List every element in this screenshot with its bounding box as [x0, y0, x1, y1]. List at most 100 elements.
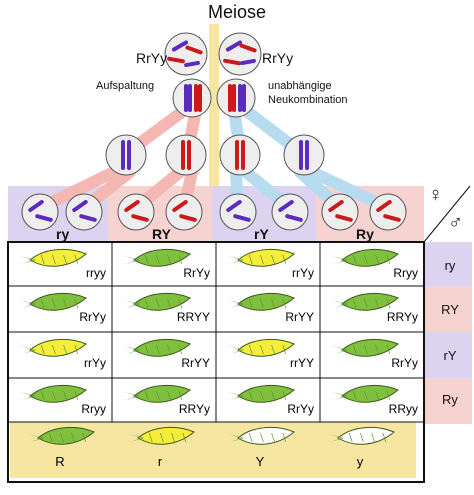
chromosome: [172, 199, 188, 213]
cell-membrane: [369, 193, 407, 231]
pod-vein: [178, 390, 183, 401]
cell-membrane: [21, 193, 59, 231]
pea-pod: [341, 293, 399, 311]
legend-label-R: R: [55, 454, 65, 469]
chromosome: [328, 199, 344, 213]
genotype-label: Rryy: [81, 402, 106, 416]
legend-pea-y: [328, 427, 395, 445]
pod-vein: [40, 254, 45, 265]
chromosome: [233, 214, 251, 222]
pod-vein: [364, 344, 368, 355]
legend-label-Y: Y: [255, 454, 265, 469]
chromosome: [35, 214, 53, 222]
pod-vein: [248, 298, 253, 309]
pod-vein: [260, 390, 264, 401]
pea-pod-RRYy: [332, 293, 399, 311]
genotype-label: RRYY: [176, 310, 210, 324]
pod-vein: [371, 432, 375, 443]
genotype-label: RrYy: [183, 266, 210, 280]
pod-vein: [375, 298, 379, 309]
pod-vein: [248, 432, 253, 443]
pea-pod: [133, 339, 191, 357]
parent-cell-left: [164, 32, 208, 76]
pod-vein: [282, 344, 287, 355]
pea-pod: [133, 385, 191, 403]
pod-vein: [167, 390, 171, 401]
pea-pod: [337, 427, 395, 445]
genotype-label: rrYy: [84, 356, 106, 370]
genotype-label: RRYy: [386, 310, 418, 324]
chromosome: [383, 214, 401, 222]
cell-membrane: [219, 193, 257, 231]
pod-vein: [63, 298, 67, 309]
pod-vein: [271, 254, 275, 265]
pea-pod: [133, 249, 191, 267]
parent-genotype-right: RrYy: [262, 50, 294, 66]
chromosome: [335, 214, 353, 222]
sex-divider: [423, 185, 471, 243]
pod-vein: [271, 298, 275, 309]
pod-vein: [156, 298, 160, 309]
chromosome: [171, 40, 189, 52]
chromosome: [226, 199, 242, 213]
pod-vein: [260, 254, 264, 265]
chromosome: [223, 58, 241, 66]
pod-vein: [160, 432, 164, 443]
pod-vein: [352, 390, 357, 401]
pod-vein: [382, 432, 387, 443]
pod-vein: [156, 390, 160, 401]
pod-vein: [71, 432, 75, 443]
pod-vein: [52, 390, 56, 401]
recombination-label-2: Neukombination: [268, 94, 348, 106]
pod-vein: [352, 344, 357, 355]
chromosome: [28, 199, 44, 213]
pea-pod-RRYY: [124, 293, 191, 311]
cell-membrane: [219, 134, 261, 176]
row-gamete-ry: ry: [444, 258, 456, 273]
pea-pod: [29, 293, 87, 311]
pod-vein: [167, 254, 171, 265]
legend-pea-Y: [228, 427, 295, 445]
pod-vein: [74, 298, 79, 309]
title: Meiose: [207, 2, 267, 22]
pod-vein: [148, 432, 153, 443]
pod-vein: [282, 298, 287, 309]
cell-membrane: [65, 193, 103, 231]
gamete-cell-4: [165, 193, 203, 231]
pod-vein: [375, 344, 379, 355]
parent-cell-right: [218, 32, 262, 76]
genotype-label: RRyy: [388, 402, 418, 416]
gamete-cell-6: [271, 193, 309, 231]
pea-pod-RrYy: [332, 339, 399, 357]
legend-pea-R: [28, 427, 95, 445]
center-spine: [209, 24, 219, 186]
gamete-cell-5: [219, 193, 257, 231]
side-band-RY: [424, 286, 472, 332]
chromosome: [167, 56, 185, 64]
pod-vein: [282, 432, 287, 443]
meiosis1-cell-2: [165, 134, 207, 176]
cell-membrane: [165, 134, 207, 176]
cell-membrane: [271, 193, 309, 231]
pod-vein: [282, 390, 287, 401]
genotype-label: Rryy: [393, 266, 418, 280]
pea-pod-Rryy: [20, 385, 87, 403]
pea-pod: [341, 339, 399, 357]
genotype-label: RrYY: [181, 356, 210, 370]
parent-genotype-left: RrYy: [136, 50, 168, 66]
pea-pod: [29, 339, 87, 357]
pea-pod: [29, 249, 87, 267]
gamete-cell-7: [321, 193, 359, 231]
pod-vein: [248, 390, 253, 401]
legend-label-r: r: [157, 454, 163, 469]
pod-vein: [360, 432, 364, 443]
genotype-label: RrYy: [287, 402, 314, 416]
pod-vein: [375, 390, 379, 401]
metaphase-cell-left: [172, 78, 212, 118]
pea-pod-Rryy: [332, 249, 399, 267]
legend-pea-r: [128, 427, 195, 445]
pod-vein: [144, 254, 149, 265]
chromosome: [179, 214, 197, 222]
gamete-cell-3: [117, 193, 155, 231]
